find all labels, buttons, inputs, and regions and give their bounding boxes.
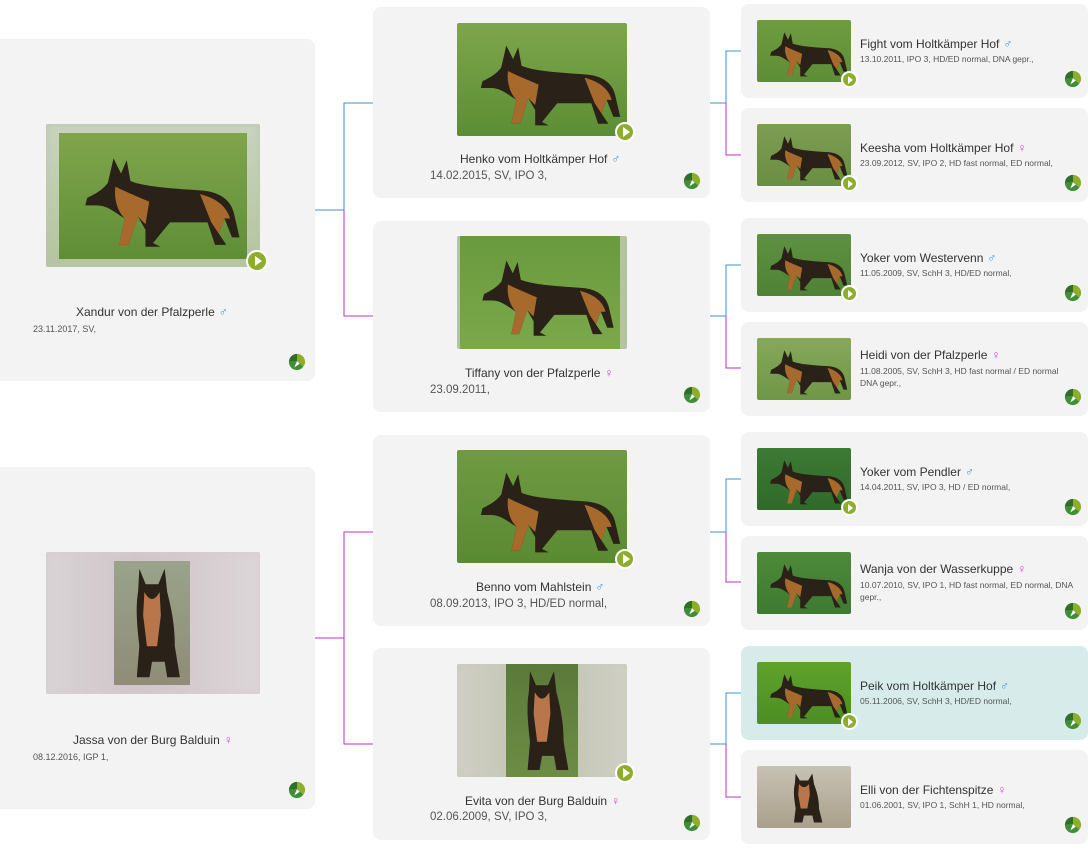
play-video-button[interactable] [615,763,635,783]
pedigree-card-ancestor[interactable]: Keesha vom Holtkämper Hof♀ 23.09.2012, S… [741,108,1088,202]
female-symbol: ♀ [604,366,614,380]
sv-logo-icon[interactable] [683,386,701,404]
sv-logo-icon[interactable] [1064,816,1082,834]
female-symbol: ♀ [997,783,1007,797]
male-symbol: ♂ [595,580,605,594]
play-video-button[interactable] [841,285,858,302]
dog-info: 14.04.2011, SV, IPO 3, HD / ED normal, [860,482,1011,492]
dog-name[interactable]: Peik vom Holtkämper Hof♂ [860,679,1010,693]
dog-info: 11.05.2009, SV, SchH 3, HD/ED normal, [860,268,1012,278]
sv-logo-icon[interactable] [288,353,306,371]
pedigree-card-ancestor[interactable]: Wanja von der Wasserkuppe♀ 10.07.2010, S… [741,536,1088,630]
sv-logo-icon[interactable] [288,781,306,799]
dog-name[interactable]: Yoker vom Pendler♂ [860,465,974,479]
dog-photo[interactable] [457,23,627,136]
pedigree-card-ancestor[interactable]: Heidi von der Pfalzperle♀ 11.08.2005, SV… [741,322,1088,416]
dog-info: 23.09.2012, SV, IPO 2, HD fast normal, E… [860,158,1053,168]
dog-info: 05.11.2006, SV, SchH 3, HD/ED normal, [860,696,1012,706]
dog-photo[interactable] [46,552,260,694]
dog-name[interactable]: Elli von der Fichtenspitze♀ [860,783,1007,797]
female-symbol: ♀ [991,348,1001,362]
dog-info: 10.07.2010, SV, IPO 1, HD fast normal, E… [860,580,1073,602]
dog-info: 11.08.2005, SV, SchH 3, HD fast normal /… [860,366,1059,388]
female-symbol: ♀ [611,794,621,808]
dog-info: 23.11.2017, SV, [33,324,97,334]
dog-name[interactable]: Tiffany von der Pfalzperle♀ [465,366,614,380]
sv-logo-icon[interactable] [1064,388,1082,406]
dog-name[interactable]: Evita von der Burg Balduin♀ [465,794,621,808]
pedigree-card-sire-sire[interactable]: Henko vom Holtkämper Hof♂ 14.02.2015, SV… [373,7,710,198]
play-video-button[interactable] [615,122,635,142]
male-symbol: ♂ [964,465,974,479]
play-video-button[interactable] [841,713,858,730]
dog-photo[interactable] [757,552,851,614]
dog-info: 08.09.2013, IPO 3, HD/ED normal, [430,598,608,610]
sv-logo-icon[interactable] [1064,602,1082,620]
dog-photo[interactable] [457,236,627,349]
dog-photo[interactable] [457,450,627,563]
female-symbol: ♀ [223,733,233,747]
dog-info: 23.09.2011, [430,384,490,396]
dog-photo[interactable] [757,338,851,400]
pedigree-card-ancestor[interactable]: Yoker vom Pendler♂ 14.04.2011, SV, IPO 3… [741,432,1088,526]
male-symbol: ♂ [218,305,228,319]
dog-photo[interactable] [757,234,851,296]
sv-logo-icon[interactable] [1064,284,1082,302]
dog-info: 01.06.2001, SV, IPO 1, SchH 1, HD normal… [860,800,1025,810]
dog-name[interactable]: Henko vom Holtkämper Hof♂ [460,152,621,166]
play-video-button[interactable] [841,71,858,88]
male-symbol: ♂ [611,152,621,166]
dog-name[interactable]: Fight vom Holtkämper Hof♂ [860,37,1013,51]
dog-photo[interactable] [757,766,851,828]
dog-photo[interactable] [457,664,627,777]
dog-name[interactable]: Keesha vom Holtkämper Hof♀ [860,141,1027,155]
male-symbol: ♂ [987,251,997,265]
dog-photo[interactable] [757,662,851,724]
sv-logo-icon[interactable] [1064,712,1082,730]
dog-name[interactable]: Benno vom Mahlstein♂ [476,580,605,594]
play-video-button[interactable] [615,549,635,569]
pedigree-card-ancestor-highlighted[interactable]: Peik vom Holtkämper Hof♂ 05.11.2006, SV,… [741,646,1088,740]
dog-info: 14.02.2015, SV, IPO 3, [430,170,548,182]
pedigree-card-sire-dam[interactable]: Tiffany von der Pfalzperle♀ 23.09.2011, [373,221,710,412]
dog-info: 02.06.2009, SV, IPO 3, [430,811,548,823]
female-symbol: ♀ [1017,141,1027,155]
male-symbol: ♂ [1003,37,1013,51]
pedigree-card-dam-dam[interactable]: Evita von der Burg Balduin♀ 02.06.2009, … [373,648,710,840]
dog-info: 13.10.2011, IPO 3, HD/ED normal, DNA gep… [860,54,1034,64]
sv-logo-icon[interactable] [683,814,701,832]
sv-logo-icon[interactable] [1064,70,1082,88]
pedigree-card-dam-sire[interactable]: Benno vom Mahlstein♂ 08.09.2013, IPO 3, … [373,435,710,626]
dog-name[interactable]: Wanja von der Wasserkuppe♀ [860,562,1027,576]
play-video-button[interactable] [841,499,858,516]
dog-name[interactable]: Jassa von der Burg Balduin♀ [73,733,233,747]
sv-logo-icon[interactable] [1064,498,1082,516]
dog-name[interactable]: Heidi von der Pfalzperle♀ [860,348,1001,362]
pedigree-card-sire[interactable]: Xandur von der Pfalzperle♂ 23.11.2017, S… [0,39,315,381]
female-symbol: ♀ [1017,562,1027,576]
dog-photo[interactable] [757,448,851,510]
sv-logo-icon[interactable] [683,600,701,618]
play-video-button[interactable] [841,175,858,192]
sv-logo-icon[interactable] [683,172,701,190]
pedigree-card-ancestor[interactable]: Yoker vom Westervenn♂ 11.05.2009, SV, Sc… [741,218,1088,312]
pedigree-card-ancestor[interactable]: Elli von der Fichtenspitze♀ 01.06.2001, … [741,750,1088,844]
pedigree-card-dam[interactable]: Jassa von der Burg Balduin♀ 08.12.2016, … [0,467,315,809]
pedigree-card-ancestor[interactable]: Fight vom Holtkämper Hof♂ 13.10.2011, IP… [741,4,1088,98]
dog-name[interactable]: Yoker vom Westervenn♂ [860,251,997,265]
dog-photo[interactable] [46,124,260,267]
sv-logo-icon[interactable] [1064,174,1082,192]
dog-photo[interactable] [757,124,851,186]
dog-photo[interactable] [757,20,851,82]
dog-info: 08.12.2016, IGP 1, [33,752,109,762]
play-video-button[interactable] [246,250,268,272]
male-symbol: ♂ [1000,679,1010,693]
dog-name[interactable]: Xandur von der Pfalzperle♂ [76,305,228,319]
